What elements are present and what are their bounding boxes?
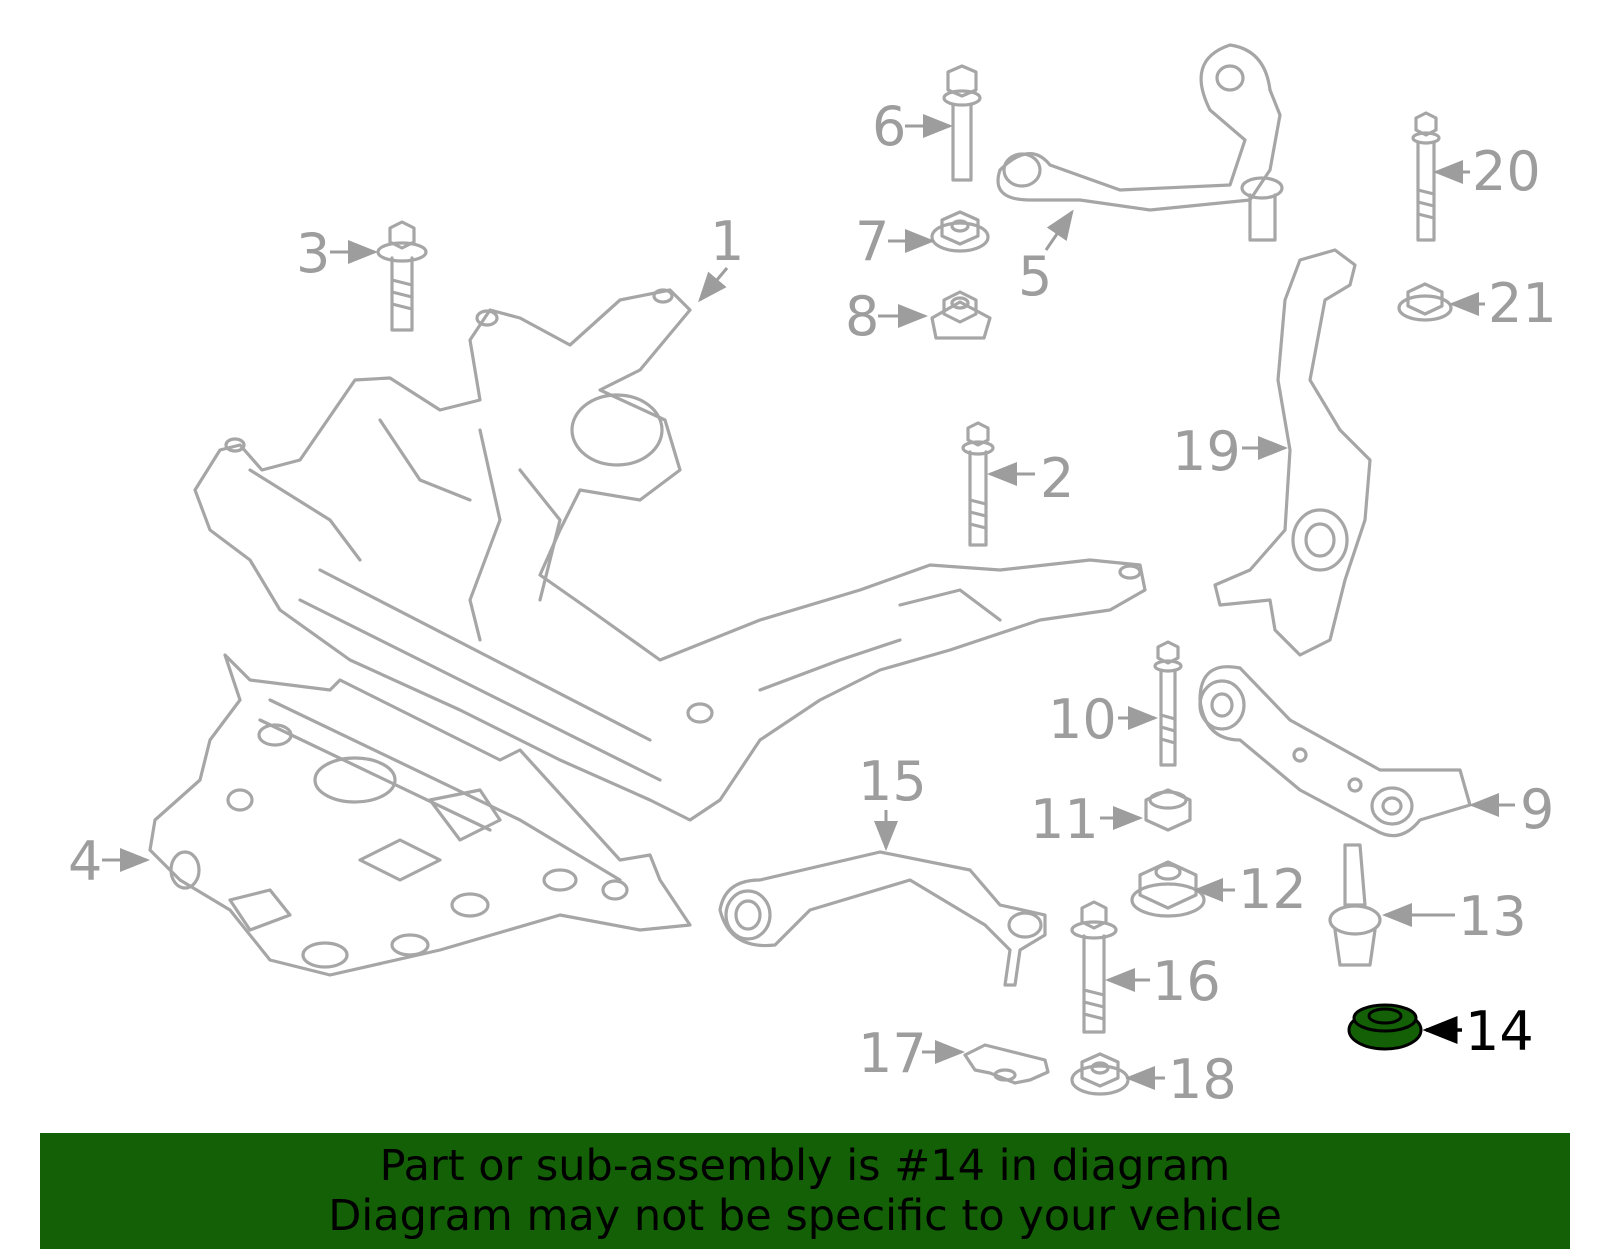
subframe-part-1 <box>193 288 1147 822</box>
svg-text:3: 3 <box>296 222 330 285</box>
svg-text:4: 4 <box>68 830 102 893</box>
callout-12: 12 <box>1193 858 1307 921</box>
bolt-part-2 <box>961 421 995 547</box>
bolt-part-20 <box>1411 111 1441 242</box>
svg-text:6: 6 <box>872 95 906 158</box>
nut-part-12 <box>1130 860 1206 918</box>
svg-text:19: 19 <box>1172 420 1241 483</box>
callout-4: 4 <box>68 830 150 893</box>
nut-part-14-highlighted <box>1347 1003 1423 1051</box>
svg-text:15: 15 <box>858 750 927 813</box>
nut-part-21 <box>1397 282 1453 322</box>
parts-diagram: 1 2 3 4 5 6 7 8 9 10 11 12 <box>68 43 1557 1111</box>
callout-20: 20 <box>1433 140 1541 203</box>
callout-6: 6 <box>872 95 953 158</box>
callout-13: 13 <box>1382 885 1527 948</box>
svg-text:2: 2 <box>1040 447 1074 510</box>
callout-3: 3 <box>296 222 378 285</box>
bolt-part-3 <box>376 220 428 332</box>
callout-8: 8 <box>845 285 928 348</box>
svg-text:8: 8 <box>845 285 879 348</box>
nut-part-18 <box>1070 1052 1130 1096</box>
svg-text:12: 12 <box>1238 858 1307 921</box>
svg-text:18: 18 <box>1168 1048 1237 1111</box>
callout-19: 19 <box>1172 420 1288 483</box>
bolt-part-16 <box>1070 900 1118 1034</box>
callout-7: 7 <box>855 210 935 273</box>
callout-17: 17 <box>858 1022 965 1085</box>
svg-text:9: 9 <box>1520 778 1554 841</box>
bracket-part-17 <box>963 1043 1050 1085</box>
nut-part-8 <box>930 290 992 340</box>
bolt-part-10 <box>1153 640 1183 767</box>
callout-21: 21 <box>1449 272 1557 335</box>
svg-text:1: 1 <box>710 210 744 273</box>
nut-part-7 <box>930 210 990 253</box>
callout-9: 9 <box>1469 778 1554 841</box>
callout-18: 18 <box>1125 1048 1237 1111</box>
svg-text:21: 21 <box>1488 272 1557 335</box>
callout-14-highlighted: 14 <box>1422 1000 1534 1063</box>
callout-1: 1 <box>698 210 744 303</box>
svg-text:20: 20 <box>1472 140 1541 203</box>
banner-line-part-number: Part or sub-assembly is #14 in diagram <box>379 1141 1231 1191</box>
front-arm-part-15 <box>718 850 1047 987</box>
svg-text:13: 13 <box>1458 885 1527 948</box>
upper-arm-part-5 <box>996 43 1284 242</box>
callout-5: 5 <box>1018 209 1074 308</box>
svg-text:16: 16 <box>1152 950 1221 1013</box>
bolt-part-6 <box>942 64 982 182</box>
skid-plate-part-4 <box>148 653 692 977</box>
lower-arm-part-9 <box>1198 665 1472 838</box>
knuckle-part-19 <box>1213 248 1372 657</box>
nut-part-11 <box>1144 788 1192 832</box>
svg-text:11: 11 <box>1030 788 1099 851</box>
callout-11: 11 <box>1030 788 1143 851</box>
svg-text:17: 17 <box>858 1022 927 1085</box>
banner-line-disclaimer: Diagram may not be specific to your vehi… <box>328 1191 1282 1241</box>
svg-text:5: 5 <box>1018 245 1052 308</box>
ball-joint-part-13 <box>1328 843 1382 967</box>
callout-15: 15 <box>858 750 927 851</box>
info-banner: Part or sub-assembly is #14 in diagram D… <box>40 1133 1570 1249</box>
callout-2: 2 <box>987 447 1074 510</box>
callout-16: 16 <box>1105 950 1221 1013</box>
svg-text:7: 7 <box>855 210 889 273</box>
svg-text:10: 10 <box>1048 688 1117 751</box>
callout-10: 10 <box>1048 688 1158 751</box>
svg-text:14: 14 <box>1465 1000 1534 1063</box>
